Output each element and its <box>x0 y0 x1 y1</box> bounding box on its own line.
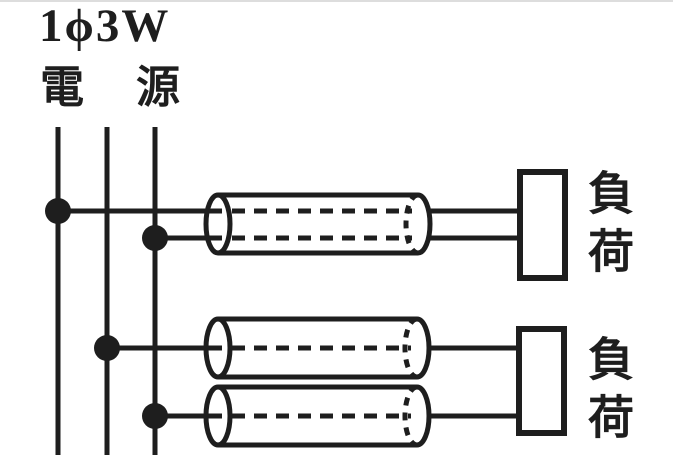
conduit-upper-right-end-back <box>403 192 419 256</box>
source-bus <box>55 127 158 455</box>
system-type-label: 1ϕ3W <box>39 0 171 52</box>
conduit-lower-bottom <box>203 384 432 448</box>
top-edge-divider <box>0 0 673 2</box>
junction-dot-bus1-upper <box>45 198 71 224</box>
conduit-lower-bottom-right-end-back <box>402 384 418 448</box>
conduit-upper <box>203 192 433 256</box>
conduit-lower-top-right-end-front <box>416 316 432 380</box>
conduit-lower-top <box>203 316 432 380</box>
source-label-char-2: 源 <box>136 63 180 112</box>
junction-dot-bus2-lower <box>94 335 120 361</box>
load-label-2: 負荷 <box>582 335 633 451</box>
load-label-1: 負荷 <box>582 169 633 285</box>
conduit-lower-top-left-end <box>203 316 233 380</box>
conduit-lower-top-right-end-back <box>402 316 418 380</box>
conduit-upper-left-end <box>203 192 233 256</box>
junction-dot-bus3-upper <box>142 225 168 251</box>
conduit-lower-bottom-right-end-front <box>416 384 432 448</box>
load-box-1 <box>517 169 568 281</box>
load-box-2 <box>516 326 567 436</box>
source-label-char-1: 電 <box>40 63 84 112</box>
conduit-lower-bottom-left-end <box>203 384 233 448</box>
conduit-upper-right-end-front <box>417 192 433 256</box>
junction-dots <box>45 198 168 429</box>
branch-wires <box>58 208 518 419</box>
junction-dot-bus3-lower <box>142 403 168 429</box>
